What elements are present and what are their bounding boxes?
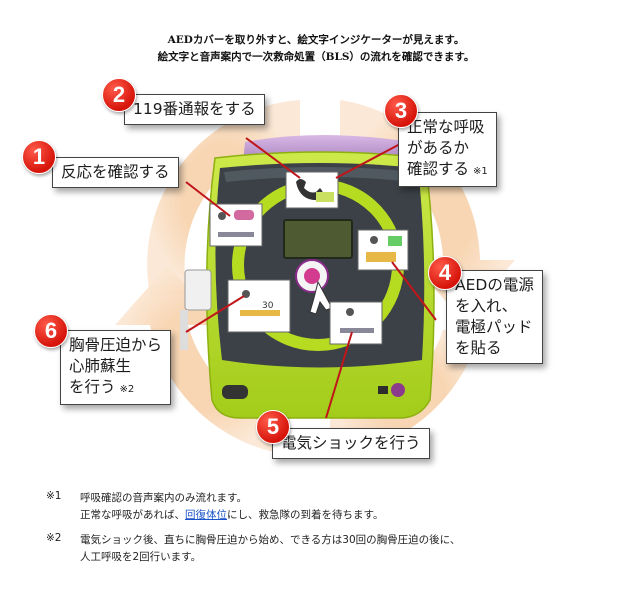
aed-diagram: 30 [115,100,515,455]
step-3-line-2: があるか [407,139,470,157]
connector-1 [185,181,231,217]
footnote-2: ※2 電気ショック後、直ちに胸骨圧迫から始め、できる方は30回の胸骨圧迫の後に、… [46,532,606,566]
pictogram-check-response [209,203,263,247]
footnote-1-line-2: 正常な呼吸があれば、回復体位にし、救急隊の到着を待ちます。 [80,507,383,524]
step-4-line-2: を入れ、 [455,297,518,315]
step-5-line-1: 電気ショックを行う [281,434,421,452]
step-6-line-3-wrap: を行う※2 [69,377,162,400]
aed-pads-icon [388,236,402,246]
footnote-1-mark: ※1 [46,490,62,502]
aed-shock-button-inner [304,268,320,284]
step-6-line-1: 胸骨圧迫から [69,336,163,354]
step-number-1: 1 [22,140,56,174]
pad-connector [184,269,212,311]
step-number-5: 5 [256,410,290,444]
recovery-position-link[interactable]: 回復体位 [185,509,227,521]
step-6-line-3: を行う [69,378,116,396]
aed-handle-slot [222,385,248,399]
footnotes: ※1 呼吸確認の音声案内のみ流れます。 正常な呼吸があれば、回復体位にし、救急隊… [46,490,606,574]
speech-bubble-icon [234,210,254,220]
step-box-3: 正常な呼吸 があるか 確認する※1 [398,112,497,187]
step-box-5: 電気ショックを行う [272,428,430,459]
lying-patient-icon [340,328,374,333]
footnote-2-mark: ※2 [46,532,62,544]
step-4-line-4: を貼る [455,339,502,357]
connector-3 [335,143,401,179]
step-number-2: 2 [102,78,136,112]
triangle-up-icon [232,252,244,262]
step-number-3: 3 [384,94,418,128]
step-3-line-3-wrap: 確認する※1 [407,159,488,182]
header-line-2: 絵文字と音声案内で一次救命処置（BLS）の流れを確認できます。 [157,51,475,63]
step-box-1: 反応を確認する [52,157,179,188]
stand-clear-person-icon [346,308,354,316]
pictogram-call-119 [285,171,339,209]
compression-patient-icon [240,310,280,316]
person-icon [218,212,226,220]
footnote-2-body: 電気ショック後、直ちに胸骨圧迫から始め、できる方は30回の胸骨圧迫の後に、 人工… [80,532,460,566]
step-6-line-2: 心肺蘇生 [69,357,132,375]
step-number-4: 4 [428,256,462,290]
pad-cable [180,310,188,350]
step-6-note: ※2 [119,384,135,395]
aed-device: 30 [180,135,435,419]
step-2-line-1: 119番通報をする [133,100,256,118]
aed-screen [283,219,353,259]
header: AEDカバーを取り外すと、絵文字インジケーターが見えます。 絵文字と音声案内で一… [0,32,632,66]
step-box-6: 胸骨圧迫から 心肺蘇生 を行う※2 [60,330,172,405]
footnote-2-line-2: 人工呼吸を2回行います。 [80,551,202,563]
connector-5 [325,331,353,419]
step-4-line-1: AEDの電源 [455,276,534,294]
rescuer-icon [370,236,378,244]
step-box-4: AEDの電源 を入れ、 電極パッド を貼る [446,270,543,364]
patient-chest-icon [366,252,396,262]
footnote-1-body: 呼吸確認の音声案内のみ流れます。 正常な呼吸があれば、回復体位にし、救急隊の到着… [80,490,383,524]
pictogram-cpr [227,279,291,333]
connector-2 [245,137,301,179]
footnote-1-line-2-pre: 正常な呼吸があれば、 [80,509,185,521]
step-3-note: ※1 [473,166,488,177]
step-1-line-1: 反応を確認する [61,163,170,181]
ambulance-icon [316,192,334,202]
step-number-6: 6 [34,314,68,348]
footnote-2-line-1: 電気ショック後、直ちに胸骨圧迫から始め、できる方は30回の胸骨圧迫の後に、 [80,534,461,546]
header-line-1: AEDカバーを取り外すと、絵文字インジケーターが見えます。 [167,34,465,46]
connector-6 [185,295,245,333]
connector-lines [185,137,437,419]
indicator-dots [378,386,388,394]
footnote-1-line-2-post: にし、救急隊の到着を待ちます。 [227,509,384,521]
step-3-line-3: 確認する [407,160,470,178]
power-button-icon [391,383,405,397]
pictogram-shock [329,301,383,345]
step-4-line-3: 電極パッド [455,318,533,336]
cpr-count-label: 30 [262,301,274,311]
footnote-1-line-1: 呼吸確認の音声案内のみ流れます。 [80,492,247,504]
connector-4 [391,261,437,321]
person-lying-icon [218,232,254,237]
step-3-line-1: 正常な呼吸 [407,118,485,136]
footnote-1: ※1 呼吸確認の音声案内のみ流れます。 正常な呼吸があれば、回復体位にし、救急隊… [46,490,606,524]
step-box-2: 119番通報をする [124,94,265,125]
